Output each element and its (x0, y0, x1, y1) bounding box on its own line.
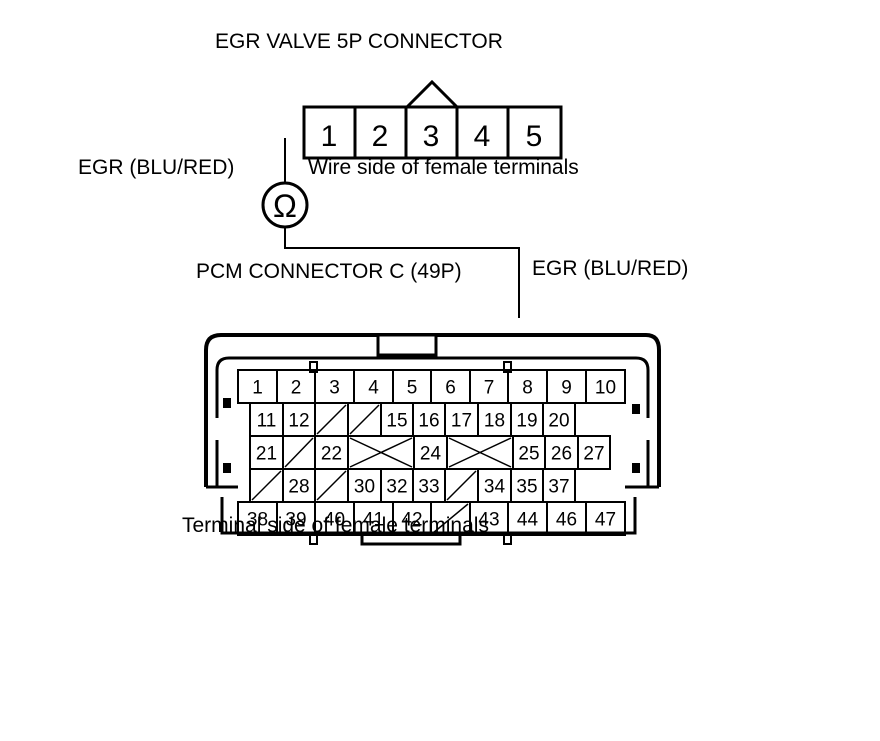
pcm-pin-1: 1 (252, 378, 263, 399)
pcm-pin-16: 16 (418, 411, 439, 432)
pcm-pin-8: 8 (522, 378, 533, 399)
pcm-blank-slash (316, 470, 347, 501)
ohm-symbol: Ω (273, 188, 297, 224)
egr-pin-4: 4 (474, 120, 491, 153)
pcm-pin-46: 46 (556, 510, 577, 531)
pcm-pin-24: 24 (420, 444, 442, 465)
pcm-lead-label: EGR (BLU/RED) (532, 257, 688, 280)
egr-connector-body (302, 105, 563, 160)
pcm-pin-7: 7 (484, 378, 495, 399)
pcm-pin-21: 21 (256, 444, 277, 465)
pcm-blank-slash (349, 404, 380, 435)
pcm-pin-15: 15 (386, 411, 407, 432)
pcm-pin-30: 30 (354, 477, 375, 498)
ohmmeter-icon (261, 181, 309, 229)
pcm-pin-9: 9 (561, 378, 572, 399)
pcm-pin-35: 35 (516, 477, 537, 498)
pcm-pin-41: 41 (363, 510, 384, 531)
egr-lead-label: EGR (BLU/RED) (78, 156, 234, 179)
pcm-pin-44: 44 (517, 510, 539, 531)
egr-pin-3: 3 (423, 120, 440, 153)
pcm-cell-pin-27 (577, 435, 611, 470)
egr-connector (302, 79, 563, 160)
pcm-connector-side-label: Terminal side of female terminals (182, 514, 489, 537)
pcm-blank-slash (316, 404, 347, 435)
pcm-pin-5: 5 (407, 378, 418, 399)
pcm-pin-32: 32 (386, 477, 407, 498)
pcm-blank-slash (432, 503, 469, 534)
pcm-pin-38: 38 (247, 510, 268, 531)
pcm-pin-20: 20 (548, 411, 569, 432)
test-leads (284, 138, 520, 318)
pcm-pin-42: 42 (401, 510, 422, 531)
pcm-pin-12: 12 (288, 411, 309, 432)
pcm-pin-37: 37 (548, 477, 569, 498)
egr-connector-side-label: Wire side of female terminals (308, 156, 579, 179)
pcm-blank-slash (446, 470, 477, 501)
pcm-pin-34: 34 (484, 477, 506, 498)
egr-connector-pins: 1 2 3 4 5 (321, 120, 543, 153)
pcm-pin-43: 43 (478, 510, 499, 531)
pcm-pin-3: 3 (329, 378, 340, 399)
pcm-cell-pin-47 (585, 501, 626, 536)
pcm-pin-27: 27 (583, 444, 604, 465)
pcm-pin-40: 40 (324, 510, 345, 531)
pcm-pin-18: 18 (484, 411, 505, 432)
pcm-pin-4: 4 (368, 378, 379, 399)
pcm-connector-latch (376, 333, 438, 357)
pcm-pin-17: 17 (451, 411, 472, 432)
pcm-pin-19: 19 (516, 411, 537, 432)
pcm-connector-title: PCM CONNECTOR C (49P) (196, 260, 462, 283)
pcm-pin-2: 2 (291, 378, 302, 399)
pcm-pin-28: 28 (288, 477, 309, 498)
egr-connector-key (405, 79, 459, 109)
pcm-pin-33: 33 (418, 477, 439, 498)
pcm-blank-cross (349, 437, 413, 468)
pcm-blank-cross (448, 437, 512, 468)
pcm-blank-slash (284, 437, 314, 468)
pcm-pin-47: 47 (595, 510, 616, 531)
pcm-blank-slash (251, 470, 282, 501)
pcm-pin-22: 22 (321, 444, 342, 465)
pcm-connector-housing (204, 333, 661, 546)
pcm-pin-6: 6 (445, 378, 456, 399)
pcm-pin-11: 11 (257, 411, 277, 432)
egr-pin-1: 1 (321, 120, 338, 153)
egr-connector-title: EGR VALVE 5P CONNECTOR (215, 30, 503, 53)
pcm-cell-pin-10 (585, 369, 626, 404)
pcm-pin-10: 10 (595, 378, 616, 399)
egr-pin-2: 2 (372, 120, 389, 153)
lead-to-pcm-connector (284, 228, 520, 318)
housing-tabs (223, 398, 640, 473)
egr-pin-5: 5 (526, 120, 543, 153)
pcm-pin-25: 25 (518, 444, 539, 465)
pcm-pin-26: 26 (551, 444, 572, 465)
pcm-pin-39: 39 (285, 510, 306, 531)
